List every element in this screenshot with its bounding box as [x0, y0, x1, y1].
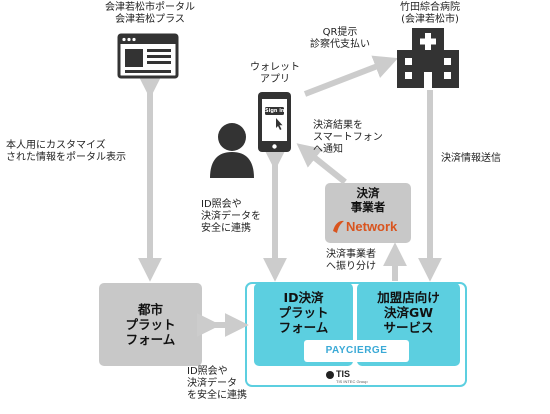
- payment-provider-line1: 決済: [356, 186, 380, 200]
- browser-icon: [117, 33, 179, 79]
- tis-logo-mark: [326, 371, 334, 379]
- id-edge-top-label: ID照会や 決済データを 安全に連携: [201, 199, 261, 235]
- qr-label-line1: QR提示: [322, 27, 358, 38]
- id-edge-bottom-label: ID照会や 決済データ を安全に連携: [187, 366, 247, 402]
- result-notice-line3: へ通知: [313, 144, 343, 155]
- id-edge-top-line2: 決済データを: [201, 211, 261, 222]
- gw-service-line1: 加盟店向け: [377, 290, 440, 305]
- city-platform-line2: プラット: [125, 317, 176, 332]
- portal-label: 会津若松市ポータル 会津若松プラス: [95, 2, 205, 26]
- arrow-result-notify: [296, 143, 347, 185]
- payment-provider-line2: 事業者: [350, 200, 386, 214]
- qr-label-line2: 診察代支払い: [310, 39, 370, 50]
- id-edge-top-line1: ID照会や: [201, 199, 242, 210]
- id-platform-line1: ID決済: [283, 290, 324, 305]
- portal-edge-label: 本人用にカスタマイズ された情報をポータル表示: [6, 140, 126, 164]
- hospital-label-line2: (会津若松市): [401, 14, 459, 25]
- paycierge-strip: [304, 340, 409, 362]
- result-notice-line2: スマートフォン: [313, 132, 383, 143]
- portal-edge-line2: された情報をポータル表示: [6, 152, 126, 163]
- distribution-line2: へ振り分け: [326, 261, 376, 272]
- portal-label-line1: 会津若松市ポータル: [105, 2, 195, 13]
- portal-label-line2: 会津若松プラス: [115, 14, 185, 25]
- id-platform-line3: フォーム: [278, 320, 329, 335]
- payment-provider-box: [325, 183, 411, 243]
- distribution-line1: 決済事業者: [326, 249, 376, 260]
- hospital-label: 竹田綜合病院 (会津若松市): [380, 2, 480, 26]
- hospital-icon: [397, 28, 459, 88]
- arrow-qr-payment: [303, 55, 399, 97]
- result-notice-line1: 決済結果を: [313, 120, 363, 131]
- gw-service-line3: サービス: [383, 320, 434, 335]
- gw-service-title: 加盟店向け 決済GW サービス: [357, 290, 460, 335]
- distribution-label: 決済事業者 へ振り分け: [326, 249, 376, 273]
- id-edge-bottom-line2: 決済データ: [187, 378, 237, 389]
- tis-logo-text: TIS: [336, 369, 351, 379]
- portal-edge-line1: 本人用にカスタマイズ: [6, 140, 106, 151]
- id-platform-line2: プラット: [278, 305, 329, 320]
- person-icon: [210, 123, 254, 178]
- signin-text: Sign in: [265, 108, 285, 114]
- city-platform-line3: フォーム: [125, 332, 176, 347]
- id-platform-title: ID決済 プラット フォーム: [254, 290, 353, 335]
- payment-provider-title: 決済 事業者: [325, 186, 411, 214]
- gw-service-line2: 決済GW: [383, 305, 434, 320]
- id-edge-bottom-line3: を安全に連携: [187, 390, 247, 401]
- network-logo-mark: [333, 220, 344, 233]
- id-edge-top-line3: 安全に連携: [201, 223, 251, 234]
- city-platform-box: [99, 283, 202, 366]
- smartphone-icon: [258, 92, 291, 152]
- paycierge-logo: PAYCIERGE: [325, 345, 388, 356]
- qr-label: QR提示 診察代支払い: [300, 27, 380, 51]
- id-edge-bottom-line1: ID照会や: [187, 366, 228, 377]
- network-logo-text: Network: [346, 219, 398, 234]
- tis-logo-sub: TIS INTEC Group: [336, 379, 368, 384]
- wallet-label: ウォレット アプリ: [240, 62, 310, 86]
- payment-info-label: 決済情報送信: [441, 153, 501, 164]
- result-notice-label: 決済結果を スマートフォン へ通知: [313, 120, 383, 156]
- wallet-label-line1: ウォレット: [250, 62, 300, 73]
- city-platform-title: 都市 プラット フォーム: [99, 302, 202, 347]
- wallet-label-line2: アプリ: [260, 74, 290, 85]
- city-platform-line1: 都市: [137, 302, 163, 317]
- hospital-label-line1: 竹田綜合病院: [400, 2, 460, 13]
